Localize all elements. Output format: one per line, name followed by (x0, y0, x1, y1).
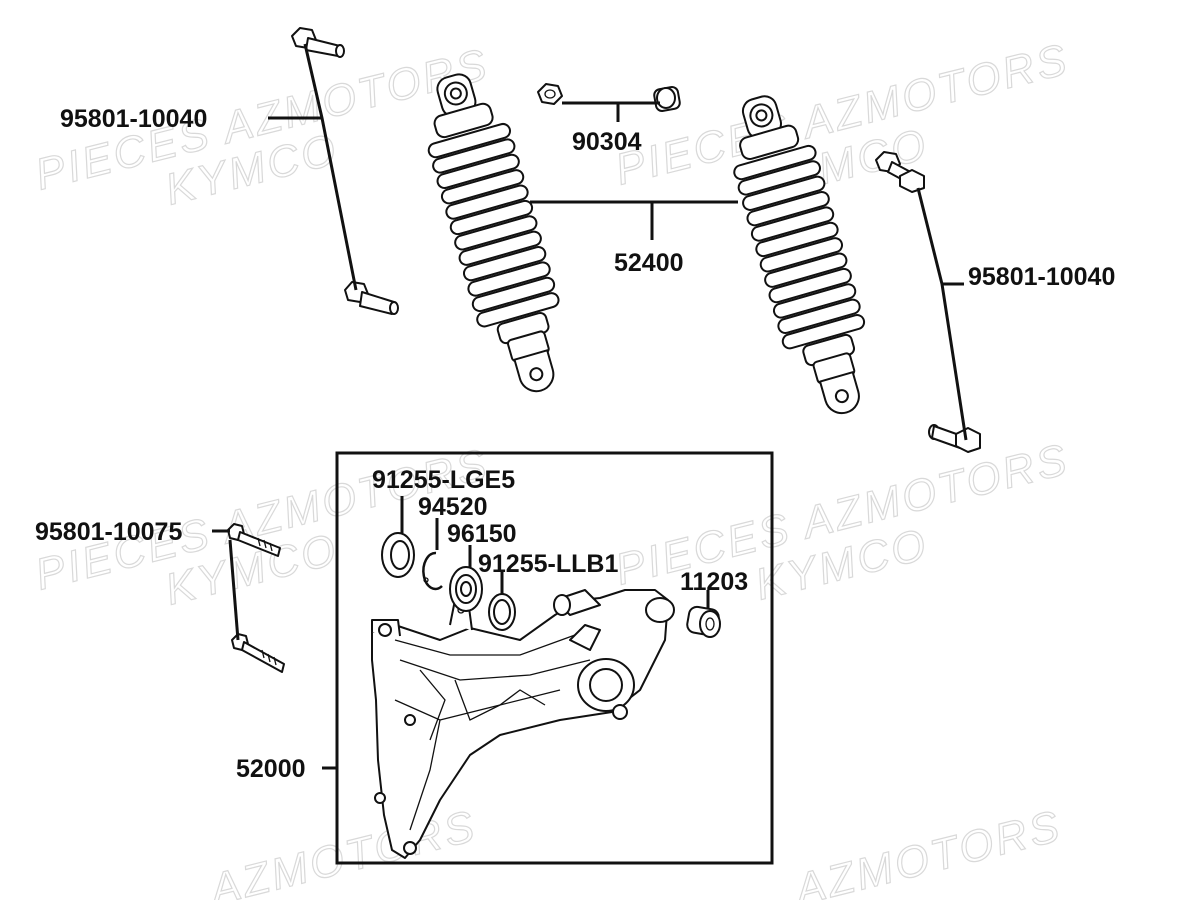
bolt-top-left-lower (344, 281, 399, 315)
callout-nut-collar: 90304 (572, 128, 642, 156)
collar-90304 (653, 86, 681, 112)
swing-arm-assembly-frame (335, 451, 774, 865)
bushing-11203 (686, 605, 721, 638)
callout-bearing: 96150 (447, 520, 517, 548)
nut-90304 (537, 83, 563, 105)
watermark-text: AZMOTORS (203, 801, 482, 900)
callout-oil-seal: 91255-LGE5 (372, 466, 515, 494)
shock-absorber-left (427, 73, 560, 393)
callout-bushing: 11203 (680, 568, 748, 596)
callout-oil-seal-small: 91255-LLB1 (478, 550, 618, 578)
leader-line (916, 187, 968, 441)
bolt-arm-upper (227, 523, 281, 557)
callout-shock-absorber: 52400 (614, 249, 684, 277)
circlip-94520 (422, 551, 443, 591)
callout-bolt-top-left: 95801-10040 (60, 105, 207, 133)
oil-seal-91255-llb1 (488, 593, 516, 631)
callout-bolt-arm: 95801-10075 (35, 518, 182, 546)
oil-seal-91255-lge5 (381, 532, 415, 578)
swing-arm-52000 (371, 589, 675, 859)
callout-swing-arm: 52000 (236, 755, 306, 783)
bolt-arm-lower (231, 633, 285, 673)
callout-circlip: 94520 (418, 493, 488, 521)
bolt-top-right-upper (875, 151, 925, 193)
bolt-top-right-lower (928, 424, 981, 453)
watermark-text: AZMOTORS (788, 801, 1067, 900)
shock-absorber-right (733, 95, 866, 415)
watermarks: PIECES AZMOTORS KYMCO PIECES AZMOTORS KY… (30, 34, 1075, 900)
callout-bolt-top-right: 95801-10040 (968, 263, 1115, 291)
bearing-96150 (449, 566, 483, 612)
leader-line (228, 539, 240, 641)
bolt-top-left-upper (291, 27, 345, 58)
